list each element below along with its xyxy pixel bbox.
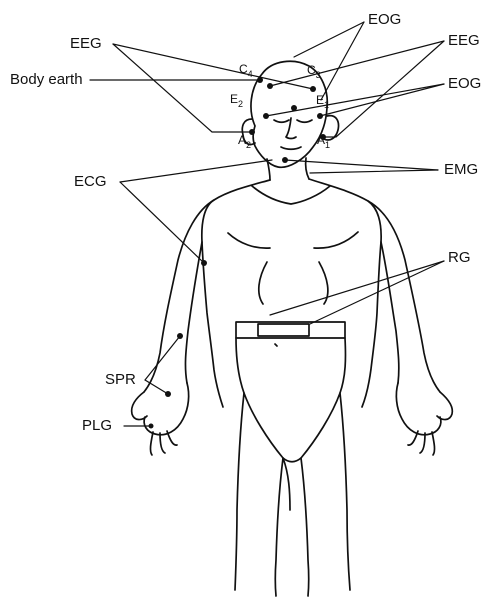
electrode-label-e1: E1 [316,94,329,106]
electrode-chin [282,157,288,163]
c4-subscript: 4 [248,69,253,79]
ribcage [259,262,328,304]
eog-right-line-2 [320,84,444,116]
eog-top-line-2 [321,22,364,100]
a1-letter: A [317,133,325,147]
eog-right-line-1 [266,84,444,116]
crotch-line [283,458,290,510]
electrode-c3 [310,86,316,92]
label-emg: EMG [444,162,478,177]
c3-letter: C [307,63,316,77]
label-eog-right: EOG [448,76,481,91]
label-plg: PLG [82,418,112,433]
right-eye [297,120,312,122]
label-eog-top: EOG [368,12,401,27]
electrode-c4 [267,83,273,89]
electrode-body-earth [257,77,263,83]
right-hand [132,383,189,435]
belt-mark [275,344,277,346]
e2-letter: E [230,92,238,106]
spr-line-1 [145,336,180,380]
eog-top-line-1 [294,22,364,57]
electrode-label-e2: E2 [230,93,243,105]
electrode-e2 [263,113,269,119]
emg-line-1 [285,160,438,170]
collar [252,186,330,204]
label-ecg: ECG [74,174,107,189]
eeg-left-line-2 [113,44,252,132]
sensor-box [258,324,309,336]
label-body-earth: Body earth [10,72,83,87]
electrode-label-c4: C4 [239,63,253,75]
a2-letter: A [238,133,246,147]
left-eye [274,120,289,122]
electrode-forehead [291,105,297,111]
torso [202,179,381,407]
left-hand [396,383,452,435]
left-arm-outline [368,201,440,392]
label-eeg-right: EEG [448,33,480,48]
right-arm-outline [144,200,214,392]
electrode-ecg-arm [201,260,207,266]
e1-letter: E [316,93,324,107]
rg-line-1 [270,261,444,315]
e1-subscript: 1 [324,100,329,110]
ecg-line-2 [120,182,204,263]
emg-line-2 [310,170,438,173]
a2-subscript: 2 [246,140,251,150]
electrode-label-a2: A2 [238,134,251,146]
electrode-e1 [317,113,323,119]
c4-letter: C [239,62,248,76]
label-rg: RG [448,250,471,265]
electrode-label-c3: C3 [307,64,321,76]
briefs [236,338,345,462]
label-eeg-left: EEG [70,36,102,51]
electrode-label-a1: A1 [317,134,330,146]
label-spr: SPR [105,372,136,387]
chest-lines [228,232,358,248]
electrode-spr-hand [165,391,171,397]
e2-subscript: 2 [238,99,243,109]
electrode-plg-finger [149,424,154,429]
mouth [281,147,301,149]
c3-subscript: 3 [316,70,321,80]
ecg-line-1 [120,160,272,182]
a1-subscript: 1 [325,140,330,150]
electrode-spr-arm [177,333,183,339]
